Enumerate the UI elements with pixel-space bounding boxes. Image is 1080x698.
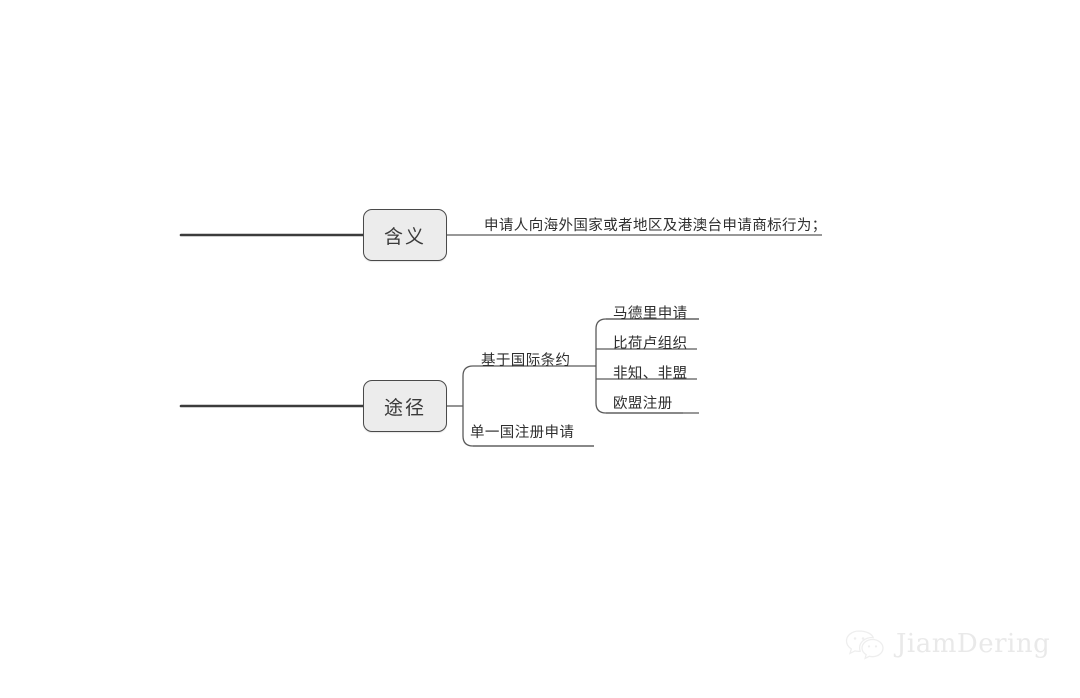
node-meaning-label: 含义 bbox=[383, 225, 426, 248]
watermark: JiamDering bbox=[845, 628, 1050, 660]
branch-label-single-country[interactable]: 单一国注册申请 bbox=[470, 425, 575, 441]
leaf-meaning-detail[interactable]: 申请人向海外国家或者地区及港澳台申请商标行为； bbox=[484, 218, 827, 234]
leaf-eu-registration[interactable]: 欧盟注册 bbox=[613, 396, 673, 412]
bracket-treaty-children bbox=[595, 318, 699, 414]
branch-label-treaty[interactable]: 基于国际条约 bbox=[481, 353, 571, 369]
node-approach[interactable]: 途径 bbox=[363, 380, 447, 432]
leaf-oapi-african-union[interactable]: 非知、非盟 bbox=[613, 366, 688, 382]
watermark-text: JiamDering bbox=[896, 629, 1051, 659]
leaf-benelux-organization[interactable]: 比荷卢组织 bbox=[613, 336, 688, 352]
leaf-madrid-application[interactable]: 马德里申请 bbox=[613, 306, 688, 322]
node-meaning[interactable]: 含义 bbox=[363, 209, 447, 261]
wechat-icon bbox=[845, 630, 884, 660]
node-approach-label: 途径 bbox=[383, 396, 426, 419]
bracket-approach-branches bbox=[462, 365, 594, 447]
